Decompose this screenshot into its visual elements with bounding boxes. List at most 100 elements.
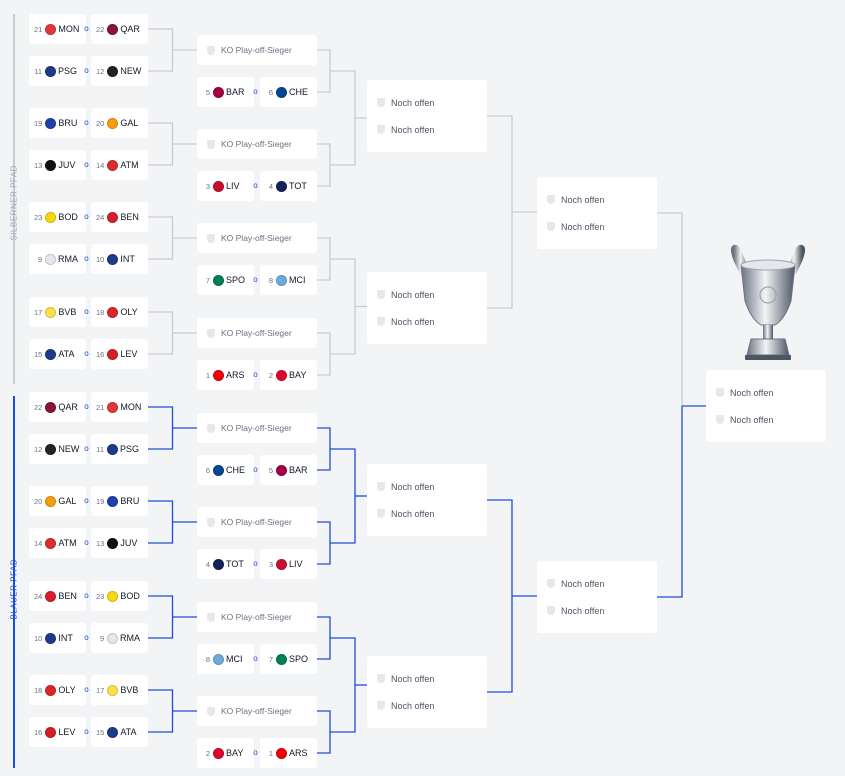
versus-connector: o: [84, 496, 89, 505]
pending-team-row: Noch offen: [547, 597, 604, 624]
team-seed: 20: [34, 496, 43, 506]
connector-line: [487, 499, 513, 693]
playoff-winner-slot[interactable]: KO Play-off-Sieger: [197, 602, 317, 632]
team-code: SPO: [226, 275, 246, 285]
pending-team-row: Noch offen: [547, 213, 604, 240]
team-code: QAR: [58, 402, 78, 412]
playoff-winner-slot[interactable]: KO Play-off-Sieger: [197, 223, 317, 253]
shield-icon: [716, 388, 724, 397]
playoff-winner-slot[interactable]: KO Play-off-Sieger: [197, 696, 317, 726]
shield-icon: [207, 706, 215, 716]
team-logo-icon: [45, 495, 57, 507]
shield-icon: [377, 482, 385, 491]
team-logo-icon: [107, 117, 119, 129]
team-code: RMA: [58, 254, 78, 264]
pending-team-row: Noch offen: [377, 500, 434, 527]
team-logo-icon: [213, 369, 224, 381]
champions-league-trophy-icon: [730, 244, 806, 360]
team-code: SPO: [289, 654, 309, 664]
team-logo-icon: [213, 653, 224, 665]
team-code: BEN: [120, 212, 139, 222]
connector-line: [330, 70, 356, 166]
team-seed: 22: [96, 24, 105, 34]
versus-connector: o: [84, 24, 89, 33]
playoff-winner-slot[interactable]: KO Play-off-Sieger: [197, 507, 317, 537]
team-seed: 21: [96, 402, 105, 412]
team-code: RMA: [120, 633, 140, 643]
team-seed: 14: [34, 538, 43, 548]
team-code: LIV: [226, 181, 240, 191]
team-logo-icon: [276, 747, 287, 759]
team-code: ARS: [226, 370, 245, 380]
playoff-winner-slot[interactable]: KO Play-off-Sieger: [197, 129, 317, 159]
versus-connector: o: [84, 212, 89, 221]
silver-path-label: SILBERNER PFAD: [9, 165, 19, 241]
team-logo-icon: [45, 159, 57, 171]
shield-icon: [207, 139, 215, 149]
playoff-winner-slot[interactable]: KO Play-off-Sieger: [197, 35, 317, 65]
team-logo-icon: [45, 726, 57, 738]
connector-line: [317, 710, 331, 754]
team-logo-icon: [213, 464, 224, 476]
team-seed: 3: [268, 559, 273, 569]
team-logo-icon: [276, 274, 287, 286]
playoff-winner-slot[interactable]: KO Play-off-Sieger: [197, 413, 317, 443]
playoff-winner-slot[interactable]: KO Play-off-Sieger: [197, 318, 317, 348]
